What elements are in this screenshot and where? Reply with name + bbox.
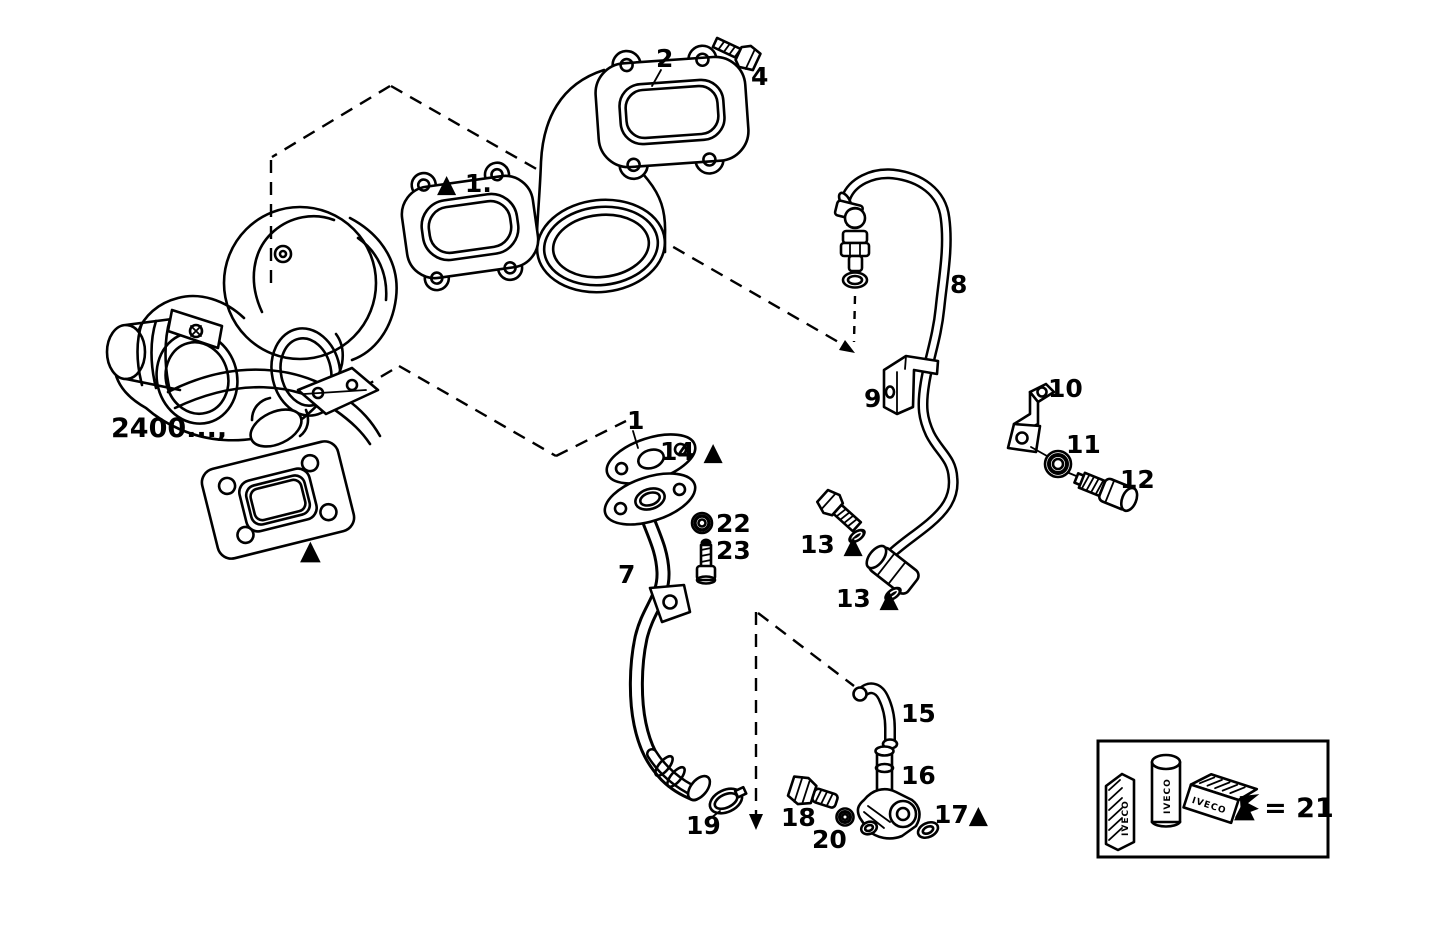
- callout-10: 10: [1048, 374, 1083, 403]
- callout-22: 22: [716, 509, 751, 538]
- callout-1-top: ▲ 1.: [437, 169, 492, 198]
- drain-gasket: [605, 433, 697, 485]
- callout-12: 12: [1120, 465, 1155, 494]
- washer-22: [690, 511, 714, 535]
- model-code: 2400...,: [111, 413, 227, 444]
- callout-7: 7: [618, 560, 635, 589]
- banjo-bolt: [815, 488, 863, 533]
- callout-4: 4: [751, 62, 768, 91]
- callout-9: 9: [864, 384, 881, 413]
- seal-ring-13-upper: [848, 528, 866, 544]
- gasket-triangle-marker: ▲: [300, 535, 321, 566]
- turbocharger: [105, 205, 398, 448]
- bolt-18: [786, 775, 839, 809]
- brand-text-left: IVECO: [1121, 800, 1131, 836]
- turbo-air-inlet: [105, 308, 224, 393]
- banjo-union: [865, 544, 920, 595]
- seal-ring-13-lower: [884, 586, 902, 602]
- callout-8: 8: [950, 270, 967, 299]
- callout-16: 16: [901, 761, 936, 790]
- washer-11: [1043, 449, 1082, 479]
- drain-tube-flange: [603, 472, 697, 526]
- legend-equation: ▲ = 21: [1234, 793, 1334, 824]
- bolt-4: [711, 36, 762, 72]
- square-gasket: [200, 440, 356, 560]
- oil-drain-tube: [628, 506, 712, 802]
- callout-13-upper: 13 ▲: [800, 530, 863, 559]
- bolt-12: [1073, 471, 1139, 513]
- exhaust-elbow-pipe: [535, 44, 750, 294]
- callout-17: 17▲: [934, 800, 989, 829]
- drain-tube-tab: [648, 583, 692, 624]
- legend-box: IVECO IVECO IVECO ▲ = 21: [1096, 739, 1334, 859]
- pipe-clip-bracket: [882, 354, 940, 416]
- callout-13-lower: 13 ▲: [836, 584, 899, 613]
- support-bracket: [1006, 382, 1056, 457]
- hose-clamp: [706, 785, 748, 822]
- callout-15: 15: [901, 699, 936, 728]
- callout-labels: 2 4 ▲ 1. 2400..., ▲ 1 14 ▲ 22 23 7 19 15…: [111, 44, 1155, 854]
- turbo-exhaust-flange: [296, 366, 380, 416]
- callout-1-mid: 1: [627, 406, 644, 435]
- oil-inlet-adapter: [839, 206, 871, 289]
- washer-20: [835, 807, 855, 827]
- callout-11: 11: [1066, 430, 1101, 459]
- gasket-kit-pictogram: IVECO IVECO IVECO: [1104, 753, 1260, 852]
- leader-1-mid: [632, 430, 639, 449]
- callout-14: 14 ▲: [660, 437, 723, 466]
- return-hose: [852, 682, 899, 750]
- o-ring-17: [916, 820, 940, 840]
- brand-text-cylinder: IVECO: [1163, 778, 1173, 814]
- callout-20: 20: [812, 825, 847, 854]
- callout-18: 18: [781, 803, 816, 832]
- return-fitting: [856, 745, 921, 840]
- elbow-flange: [594, 44, 750, 181]
- callout-2: 2: [656, 44, 673, 73]
- manifold-gasket: [400, 161, 540, 292]
- callout-23: 23: [716, 536, 751, 565]
- callout-19: 19: [686, 811, 721, 840]
- bolt-23: [695, 538, 717, 585]
